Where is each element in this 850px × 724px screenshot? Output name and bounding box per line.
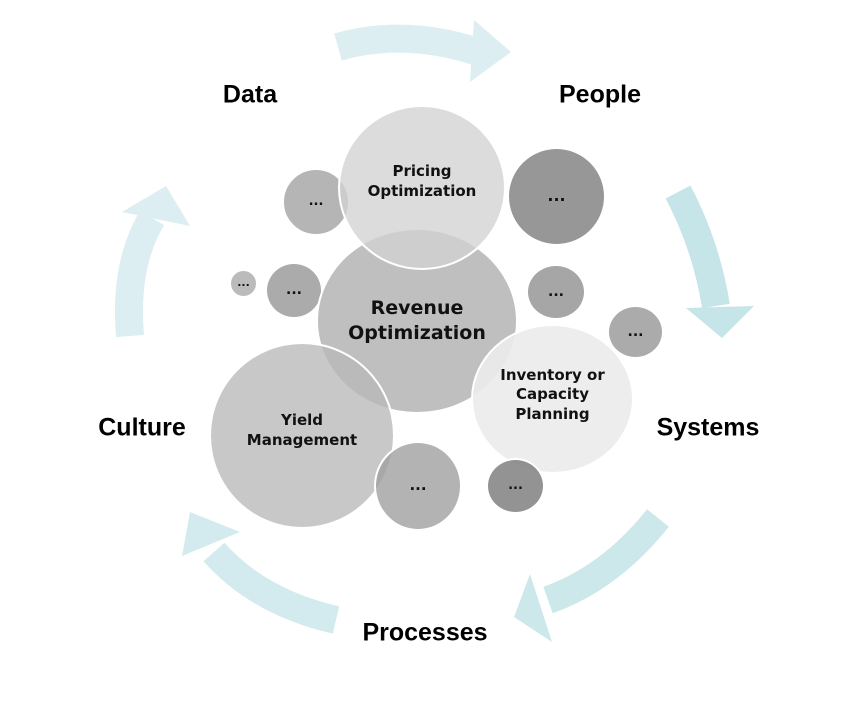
bubble-text: Pricing Optimization — [367, 162, 477, 200]
arrow-systems-to-processes — [514, 509, 669, 642]
bubble-text: ... — [547, 186, 566, 206]
placeholder-bubble: ... — [374, 441, 462, 531]
placeholder-bubble: ... — [486, 458, 545, 514]
placeholder-bubble: ... — [607, 305, 664, 359]
bubble-text: Inventory or Capacity Planning — [500, 365, 605, 423]
pricing-optimization-bubble: Pricing Optimization — [338, 105, 506, 270]
bubble-text: Yield Management — [246, 411, 358, 449]
bubble-text: ... — [409, 476, 427, 495]
label-systems: Systems — [656, 413, 760, 442]
label-people: People — [559, 80, 641, 109]
bubble-text: Revenue Optimization — [348, 297, 486, 344]
placeholder-bubble: ... — [265, 262, 323, 319]
placeholder-bubble: ... — [507, 147, 606, 246]
arrow-processes-to-culture — [182, 512, 340, 634]
inventory-capacity-planning-bubble: Inventory or Capacity Planning — [471, 324, 634, 474]
bubble-text: ... — [548, 283, 564, 300]
label-data: Data — [222, 80, 278, 109]
bubble-text: ... — [508, 477, 523, 493]
placeholder-bubble: ... — [229, 269, 258, 298]
bubble-text: ... — [237, 276, 250, 290]
label-culture: Culture — [98, 413, 186, 442]
arrow-people-to-systems — [665, 185, 754, 338]
bubble-text: ... — [627, 323, 644, 340]
arrow-culture-to-data — [114, 186, 190, 338]
arrow-data-to-people — [334, 20, 511, 82]
placeholder-bubble: ... — [526, 264, 586, 320]
bubble-text: ... — [286, 282, 302, 299]
label-processes: Processes — [362, 618, 488, 647]
bubble-text: ... — [308, 193, 324, 209]
yield-management-bubble: Yield Management — [209, 342, 395, 529]
